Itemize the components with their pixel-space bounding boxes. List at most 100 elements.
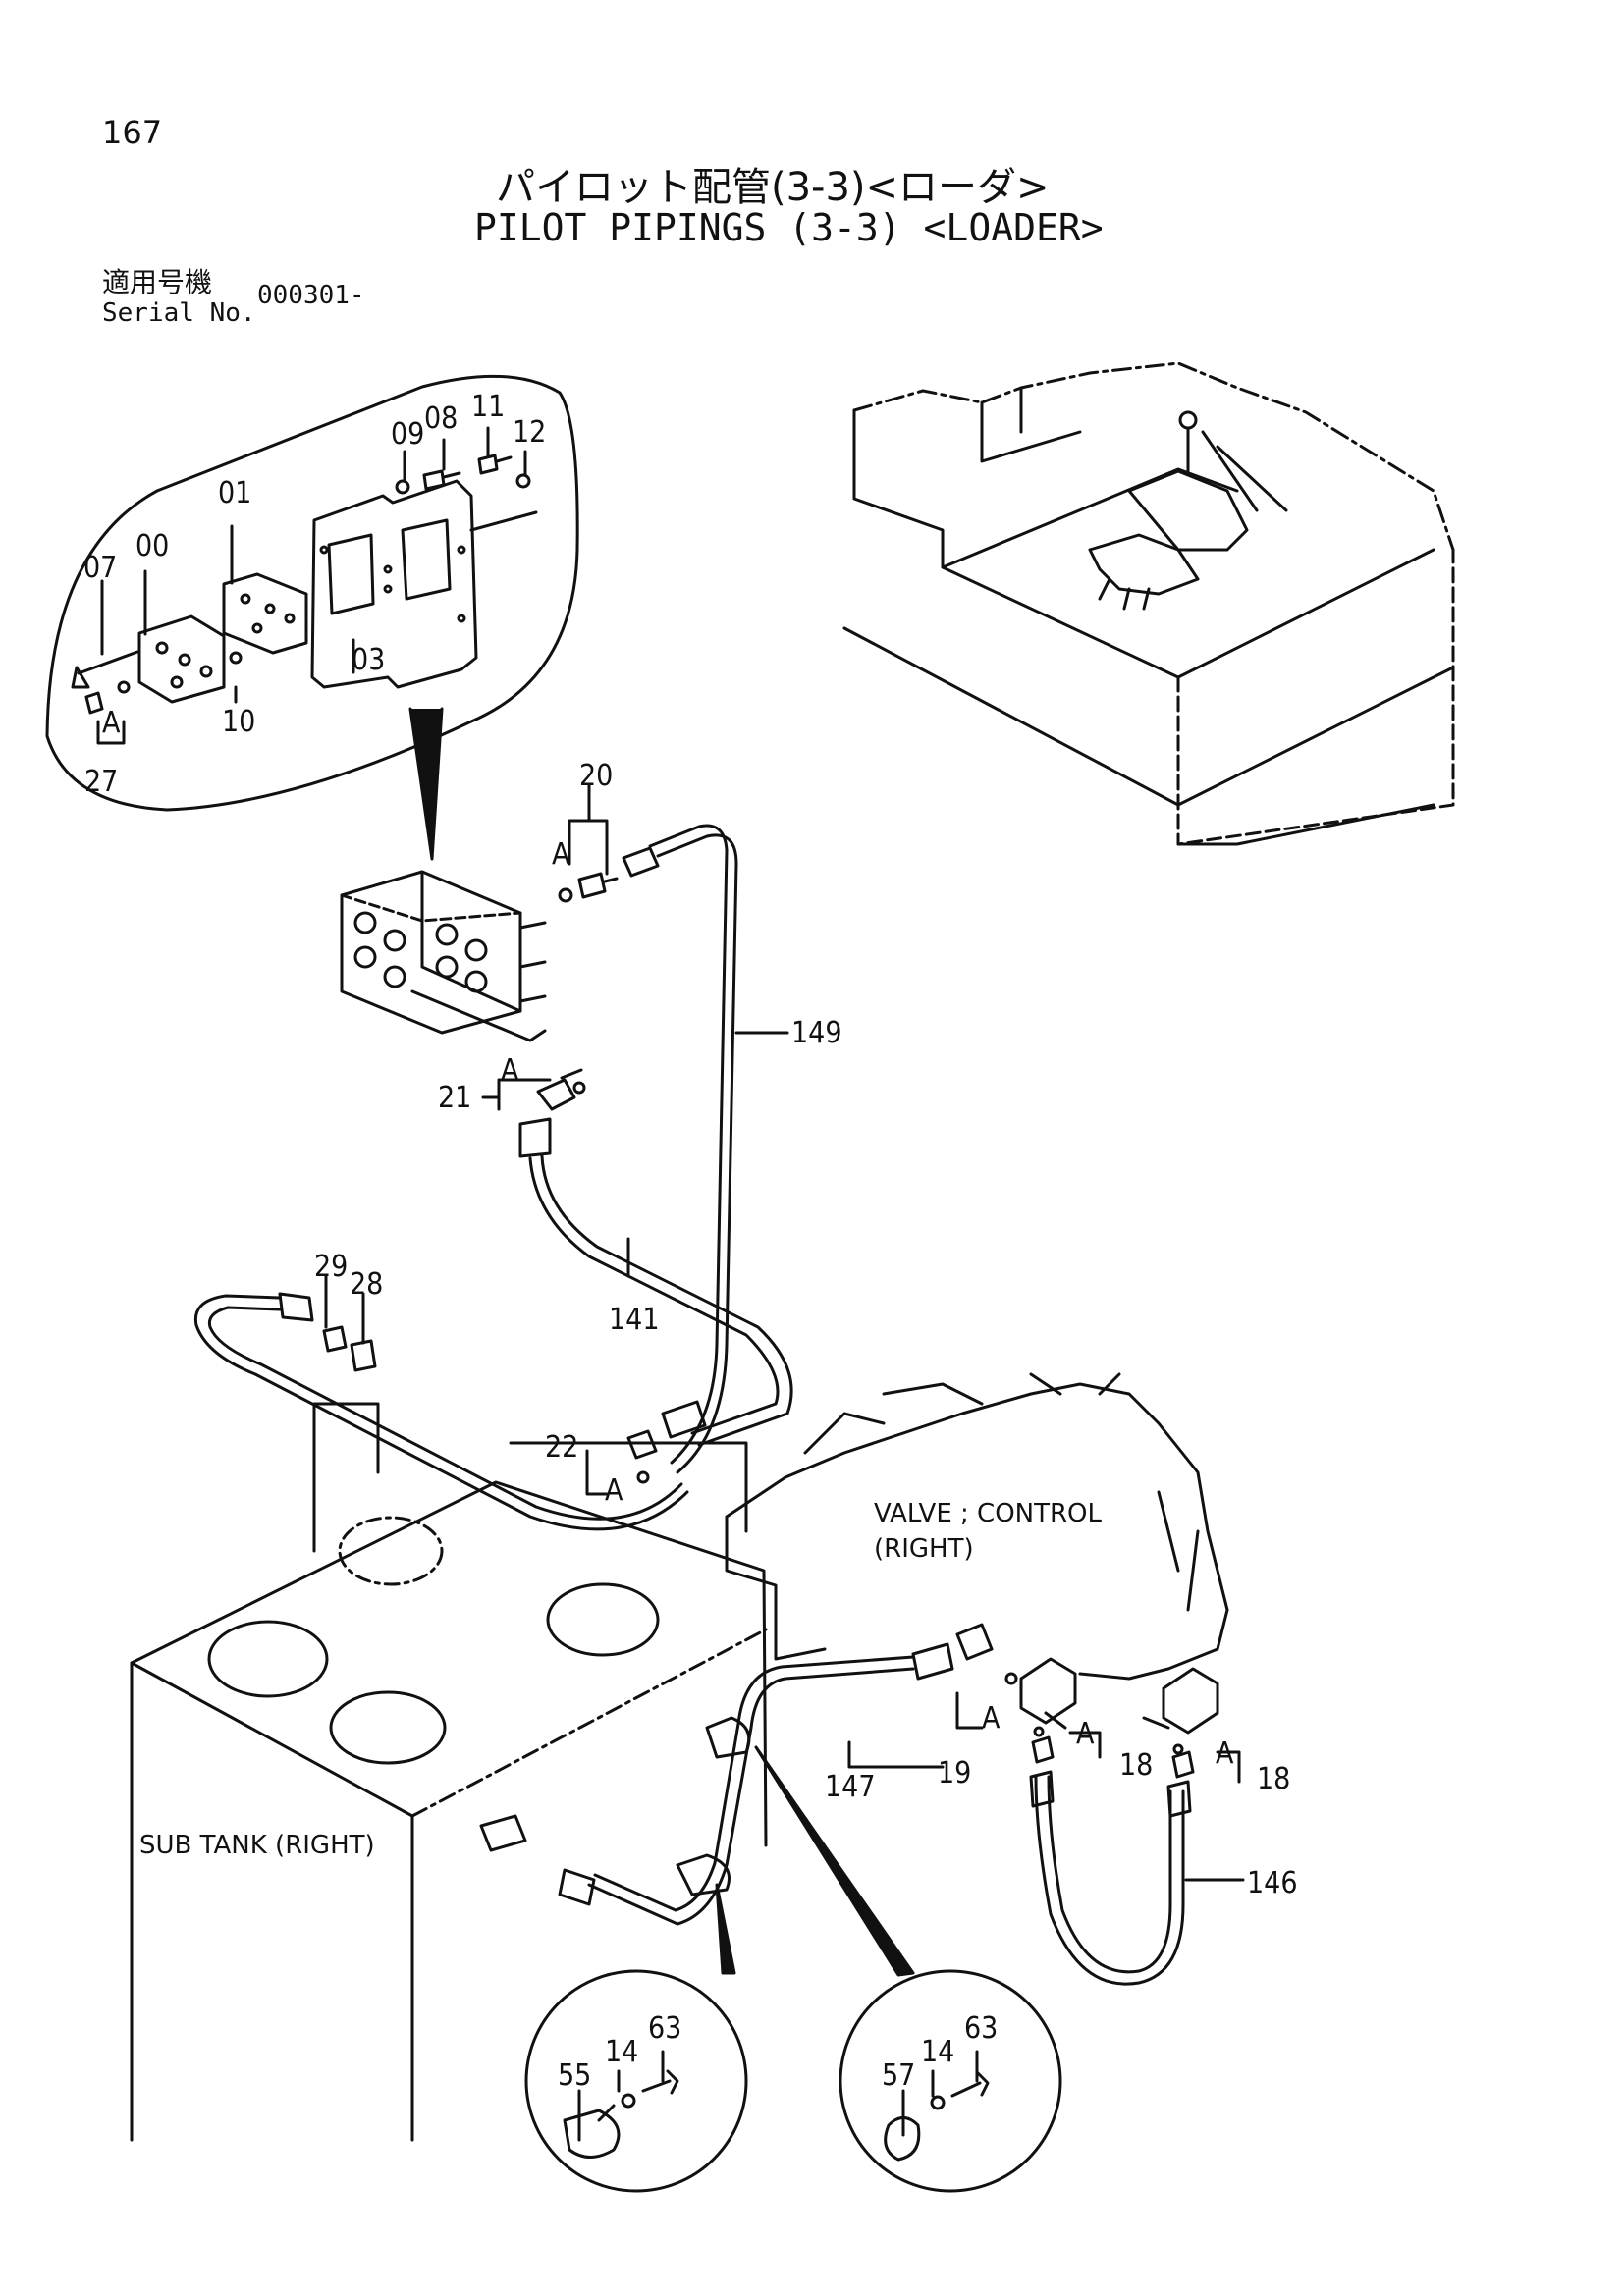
balloon-pointer [408, 707, 444, 861]
part-label-141: 141 [609, 1303, 660, 1337]
bolt-63-right [950, 2071, 990, 2098]
part-label-63-left: 63 [648, 2011, 681, 2046]
part-label-01: 01 [218, 476, 251, 510]
serial-number: 000301- [257, 281, 365, 310]
callout-letter-a: A [1076, 1717, 1095, 1751]
plug-27 [84, 691, 104, 715]
bolt-07 [71, 650, 139, 689]
washer-14-right [930, 2095, 946, 2110]
clamp-55 [563, 2104, 621, 2159]
adapter-18-right [1171, 1750, 1195, 1779]
part-label-21: 21 [438, 1081, 471, 1115]
bracket-hole [457, 614, 466, 623]
part-label-11: 11 [471, 390, 505, 424]
elbow-19 [955, 1623, 994, 1661]
o-ring [636, 1470, 650, 1484]
serial-label-english: Serial No. [102, 298, 256, 328]
bracket-plate [310, 479, 478, 689]
adapter-28 [350, 1339, 377, 1372]
part-label-149: 149 [791, 1016, 842, 1050]
part-label-03: 03 [352, 643, 385, 677]
block-port [155, 641, 169, 655]
detail-balloon [45, 374, 579, 812]
control-valve [725, 1372, 1229, 1681]
hose-end-22 [661, 1400, 707, 1439]
fitting-left [558, 1868, 596, 1906]
bolt-11 [477, 454, 513, 475]
bracket-hole [383, 584, 393, 594]
part-label-14-right: 14 [921, 2035, 954, 2069]
hose-end-149-top [622, 846, 660, 878]
adapter-29 [322, 1325, 348, 1353]
clamp-upper [705, 1716, 751, 1759]
hose-141 [528, 1156, 780, 1435]
plate-hole [240, 593, 251, 605]
elbow-21 [536, 1068, 583, 1111]
serial-label-japanese: 適用号機 [102, 266, 213, 298]
block-port [199, 665, 213, 678]
part-label-22: 22 [545, 1430, 578, 1465]
elbow-22 [626, 1429, 658, 1460]
part-label-63-right: 63 [964, 2011, 998, 2046]
hose-end-146-left [1029, 1770, 1055, 1808]
part-label-12: 12 [513, 415, 546, 450]
valve-side-label: (RIGHT) [874, 1534, 974, 1564]
solenoid-block-left [1019, 1657, 1077, 1730]
part-label-147: 147 [825, 1770, 876, 1804]
hose-28-29-loop [193, 1294, 689, 1531]
o-ring [558, 887, 573, 903]
plate-hole [264, 603, 276, 614]
clamp-lower [676, 1853, 731, 1896]
o-ring-small [117, 680, 131, 694]
plug-left [479, 1814, 527, 1852]
plate-hole [284, 613, 296, 624]
washer-09 [395, 479, 410, 495]
callout-letter-a: A [605, 1473, 623, 1508]
part-label-10: 10 [222, 705, 255, 739]
hose-end-146-right [1166, 1780, 1192, 1818]
part-label-19: 19 [938, 1756, 971, 1790]
clamp-pointer-left [715, 1883, 736, 1975]
block-port [170, 675, 184, 689]
adapter-18-left [1031, 1735, 1055, 1764]
part-label-55: 55 [558, 2058, 591, 2093]
adapter-20 [577, 872, 619, 899]
part-label-27: 27 [84, 765, 118, 799]
detail-circle-clamp-57 [839, 1969, 1062, 2193]
o-ring [1004, 1672, 1018, 1685]
bolt-63-left [641, 2069, 679, 2095]
bracket-window-left [327, 533, 375, 615]
part-label-57: 57 [882, 2058, 915, 2093]
hose-146 [1034, 1775, 1185, 1986]
tank-label: SUB TANK (RIGHT) [139, 1831, 375, 1860]
part-label-28: 28 [350, 1267, 383, 1302]
part-label-18-left: 18 [1119, 1748, 1153, 1783]
block-00 [137, 614, 226, 704]
part-label-18-right: 18 [1257, 1762, 1290, 1796]
detail-circle-clamp-55 [524, 1969, 748, 2193]
callout-letter-a: A [1216, 1736, 1234, 1771]
page-number: 167 [102, 114, 163, 151]
part-label-00: 00 [135, 529, 169, 563]
part-label-20: 20 [579, 759, 613, 793]
plate-01 [222, 572, 308, 655]
machine-body-view [842, 361, 1455, 846]
component-labels: VALVE ; CONTROL (RIGHT) SUB TANK (RIGHT) [139, 1499, 1103, 1860]
bracket-hole [319, 545, 329, 555]
callout-letter-a: A [501, 1053, 519, 1088]
washer-12 [515, 473, 531, 489]
callout-letter-a: A [552, 837, 570, 872]
part-label-09: 09 [391, 417, 424, 452]
hose-end-147 [911, 1642, 954, 1681]
clamp-pointer-right [754, 1745, 915, 1977]
part-number-labels: 07 00 01 03 09 08 11 12 10 27 A 20 A 149… [83, 390, 1298, 2093]
block-port [178, 653, 191, 667]
plate-hole [251, 622, 263, 634]
callout-letter-a: A [102, 706, 121, 740]
hose-end-141-top [518, 1117, 552, 1158]
solenoid-block-right [1142, 1667, 1219, 1735]
title-japanese: パイロット配管(3-3)<ローダ> [496, 165, 1050, 210]
manifold-assembly [340, 870, 547, 1042]
hose-147 [587, 1667, 915, 1926]
